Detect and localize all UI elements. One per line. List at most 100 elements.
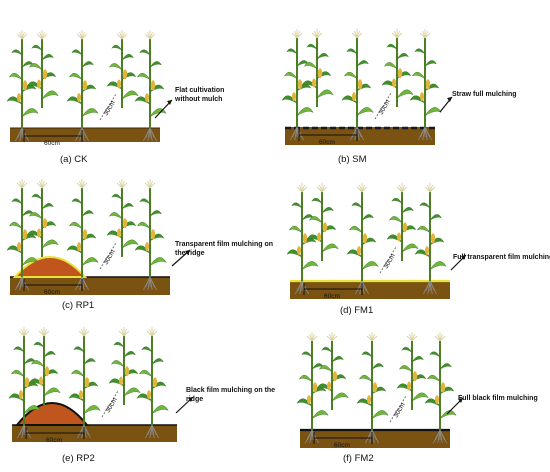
spacing-label: 60cm [334, 442, 350, 449]
plant-ear [362, 233, 368, 244]
plant-root [19, 424, 25, 436]
plant-tassel [18, 330, 25, 337]
plant-leaf [43, 351, 56, 358]
plant-leaf [396, 89, 414, 99]
plant-leaf [288, 226, 303, 233]
maize-plant [301, 29, 334, 107]
plant-tassel [291, 32, 298, 39]
plant-leaf [139, 49, 151, 56]
plant-tassel [144, 33, 151, 40]
plant-leaf [401, 243, 419, 253]
plant-tassel [41, 182, 48, 189]
panel-caption: (c) RP1 [62, 300, 94, 311]
plant-leaf [286, 249, 303, 258]
arrow-head-icon [167, 100, 172, 105]
plant-leaf [429, 351, 441, 358]
maize-plant [341, 29, 374, 141]
plant-leaf [23, 405, 41, 414]
plant-leaf [311, 410, 329, 419]
plant-leaf [111, 193, 123, 200]
plant-tassel [296, 30, 300, 39]
plant-tassel [406, 335, 413, 342]
maize-plant [136, 327, 169, 439]
plant-leaf [111, 44, 123, 51]
plant-leaf [401, 346, 413, 353]
plant-tassel [16, 33, 23, 40]
plant-root [149, 276, 157, 291]
plant-leaf [28, 212, 43, 219]
plant-leaf [41, 90, 59, 100]
maize-plant [66, 30, 99, 142]
plant-root [424, 126, 428, 141]
maize-plant [381, 29, 414, 107]
plant-tassel [316, 32, 323, 39]
plant-leaf [28, 63, 43, 70]
plant-leaf [41, 54, 54, 61]
plant-leaf [31, 193, 43, 200]
plant-ear [39, 376, 43, 386]
plant-ear [82, 229, 88, 240]
plant-leaf [21, 257, 39, 266]
plant-root [17, 276, 23, 288]
plant-root [296, 126, 304, 141]
maize-plant [28, 327, 61, 405]
plant-root [297, 280, 303, 292]
plant-tassel [361, 184, 365, 193]
plant-ear [22, 229, 28, 240]
plant-leaf [348, 226, 363, 233]
plant-tassel [306, 335, 313, 342]
plant-leaf [6, 96, 23, 105]
soil-layer [290, 281, 450, 299]
plant-tassel [366, 335, 373, 342]
arrow-head-icon [458, 398, 463, 403]
plant-ear [22, 80, 28, 91]
plant-leaf [419, 202, 431, 209]
plant-leaf [41, 239, 59, 249]
plant-root [149, 276, 153, 291]
plant-ear [425, 79, 431, 90]
maize-plant [356, 332, 389, 444]
plant-tassel [296, 186, 303, 193]
plant-leaf [8, 73, 23, 80]
plant-ear [322, 222, 328, 233]
plant-leaf [151, 358, 164, 365]
plant-tassel [326, 335, 333, 342]
plant-leaf [83, 358, 96, 365]
plant-root [435, 429, 441, 441]
plant-root [361, 280, 369, 295]
plant-leaf [21, 108, 39, 117]
plant-ear [42, 69, 48, 80]
plant-tassel [316, 30, 320, 39]
row-gap-line [101, 390, 119, 418]
plant-leaf [71, 49, 83, 56]
plant-leaf [151, 405, 169, 414]
plant-ear [117, 79, 121, 89]
maize-plant [26, 179, 59, 257]
plant-ear [312, 382, 318, 393]
plant-root [424, 126, 432, 141]
plant-leaf [66, 96, 83, 105]
plant-tassel [311, 335, 318, 342]
plant-leaf [141, 346, 153, 353]
plant-leaf [308, 216, 323, 223]
plant-leaf [149, 210, 162, 217]
plant-tassel [43, 330, 50, 337]
spacing-label: 60cm [44, 289, 60, 296]
plant-leaf [341, 95, 358, 104]
plant-leaf [291, 202, 303, 209]
plant-leaf [83, 405, 101, 414]
plant-leaf [301, 351, 313, 358]
plant-leaf [409, 95, 426, 104]
plant-tassel [411, 333, 415, 342]
maize-plant [26, 30, 59, 108]
plant-root [307, 429, 313, 441]
plant-tassel [301, 184, 305, 193]
plant-tassel [356, 32, 363, 39]
plant-tassel [321, 186, 328, 193]
plant-tassel [439, 335, 446, 342]
plant-tassel [311, 32, 318, 39]
maize-plant [106, 179, 139, 257]
plant-tassel [361, 186, 368, 193]
plant-tassel [116, 33, 123, 40]
plant-tassel [83, 328, 87, 337]
